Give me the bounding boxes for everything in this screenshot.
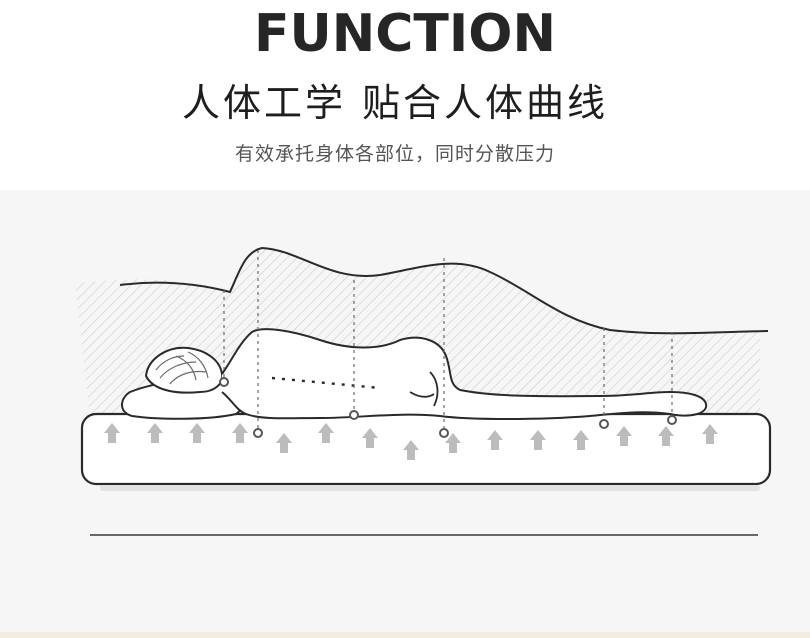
headline: 人体工学贴合人体曲线	[0, 72, 790, 127]
mattress-shadow	[100, 485, 760, 491]
pressure-point	[439, 428, 449, 438]
arm-dotted-line	[271, 376, 381, 390]
pressure-points	[219, 377, 677, 438]
up-arrow-icon	[487, 430, 503, 450]
subtitle: 有效承托身体各部位，同时分散压力	[234, 143, 555, 165]
header-band	[0, 0, 810, 190]
pressure-point	[667, 415, 677, 425]
up-arrow-icon	[276, 433, 292, 453]
up-arrow-icon	[702, 424, 718, 444]
alignment-guides	[223, 250, 673, 432]
up-arrow-icon	[189, 423, 205, 443]
hip-detail	[409, 371, 439, 407]
up-arrow-icon	[232, 423, 248, 443]
headline-part-1: 人体工学	[181, 81, 346, 125]
up-arrow-icon	[616, 426, 632, 446]
up-arrow-icon	[104, 423, 120, 443]
up-arrow-icon	[445, 433, 461, 453]
blanket-outline	[119, 246, 769, 335]
hair-lines	[155, 351, 209, 385]
up-arrow-icon	[318, 423, 334, 443]
up-arrow-icon	[658, 426, 674, 446]
support-arrows	[104, 423, 718, 460]
mattress	[80, 412, 772, 486]
pressure-point	[219, 377, 229, 387]
bottom-strip	[0, 632, 810, 638]
pressure-point	[599, 419, 609, 429]
pressure-point	[253, 428, 263, 438]
pressure-point	[349, 410, 359, 420]
up-arrow-icon	[362, 428, 378, 448]
headline-part-2: 贴合人体曲线	[362, 81, 609, 125]
body-silhouette	[221, 328, 708, 420]
up-arrow-icon	[573, 430, 589, 450]
up-arrow-icon	[403, 440, 419, 460]
up-arrow-icon	[147, 423, 163, 443]
page-title: FUNCTION	[254, 4, 556, 64]
up-arrow-icon	[530, 430, 546, 450]
